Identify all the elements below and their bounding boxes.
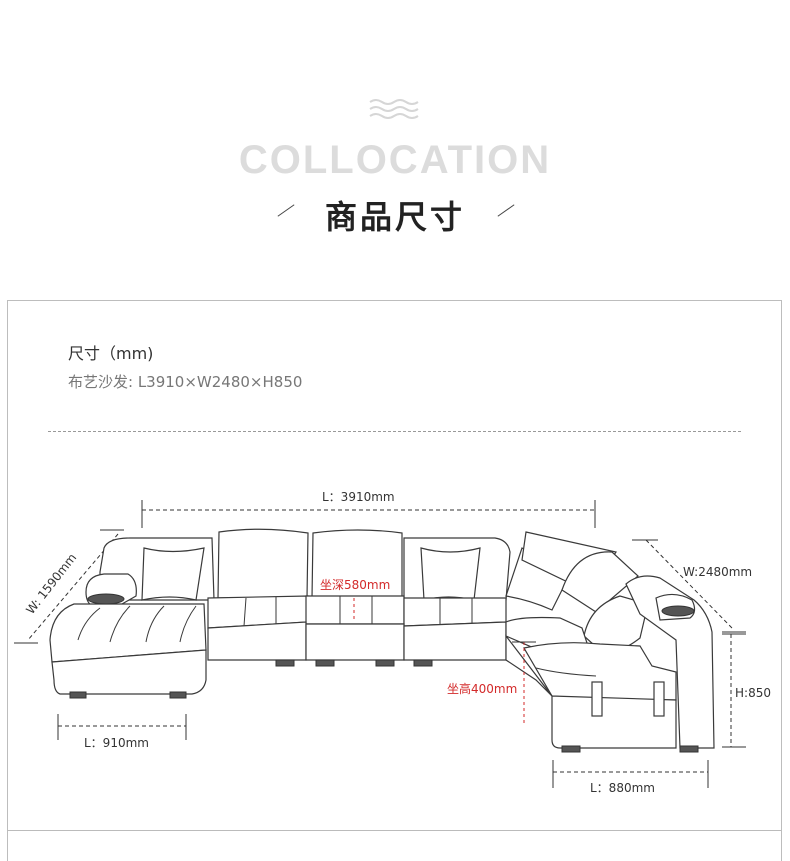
seat-depth-label: 坐深580mm bbox=[320, 578, 390, 592]
section-watermark: COLLOCATION bbox=[238, 138, 552, 182]
overall-length-label: L：3910mm bbox=[322, 490, 395, 504]
corner-length-label: L：880mm bbox=[590, 781, 655, 795]
seat-height-label: 坐高400mm bbox=[447, 681, 517, 696]
section-title: 商品尺寸 bbox=[324, 198, 465, 236]
section-title-row: 商品尺寸 bbox=[0, 192, 790, 238]
right-width-label: W:2480mm bbox=[683, 565, 752, 579]
dashed-divider bbox=[48, 431, 741, 432]
waves-icon bbox=[369, 99, 419, 119]
chaise-length-label: L：910mm bbox=[84, 736, 149, 750]
dimension-panel bbox=[7, 300, 782, 861]
height-label: H:850 bbox=[735, 686, 771, 700]
sofa-drawing: L：3910mm W: 1590mm W:2480mm H:850 L：910m… bbox=[14, 490, 771, 795]
spec-line: 布艺沙发: L3910×W2480×H850 bbox=[68, 373, 303, 391]
spec-heading: 尺寸（mm) bbox=[68, 344, 154, 363]
bottom-divider bbox=[7, 830, 781, 831]
